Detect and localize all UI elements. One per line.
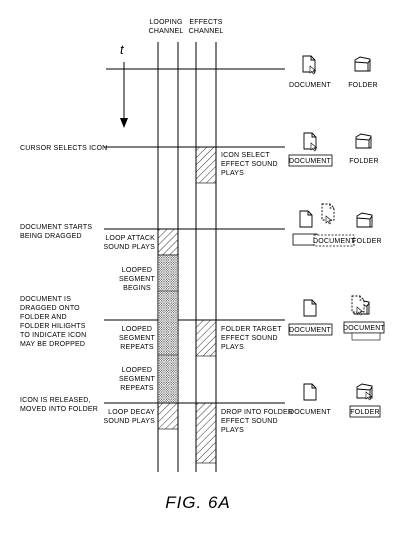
event-drag-onto-2: DRAGGED ONTO [20,305,80,312]
row1-folder-label: FOLDER [348,82,378,89]
segment-begins-label-2: SEGMENT [119,276,156,283]
segment-begins-label-3: BEGINS [123,285,151,292]
event-released-2: MOVED INTO FOLDER [20,406,98,413]
segment-begins-label-1: LOOPED [122,267,152,274]
row3-document-icon [299,210,313,228]
row3-dragged-label-highlight [313,234,355,247]
row2-folder-label: FOLDER [349,158,379,165]
row5-document-label: DOCUMENT [289,409,332,416]
icon-select-label-2: EFFECT SOUND [221,161,278,168]
effects-channel-header-line1: EFFECTS [189,19,222,26]
loop-decay-label-2: SOUND PLAYS [104,418,156,425]
row4-dragged-document-icon [351,295,365,316]
folder-target-label-3: PLAYS [221,344,244,351]
effects-channel-header-line2: CHANNEL [189,28,224,35]
row5-document-icon [303,383,317,401]
icon-select-effect-block [195,146,217,184]
loop-attack-label-2: SOUND PLAYS [104,244,156,251]
looping-channel-header-line1: LOOPING [149,19,182,26]
looped-segment-block [157,254,179,404]
event-drag-start-1: DOCUMENT STARTS [20,224,92,231]
row3-dragged-document-icon [321,203,335,225]
row4-document-icon [303,299,317,317]
row2-folder-icon [355,133,372,149]
event-drag-onto-4: FOLDER HILIGHTS [20,323,86,330]
drop-into-effect-block [195,402,217,464]
row2-document-icon [303,132,317,152]
icon-select-label-3: PLAYS [221,170,244,177]
icon-select-label-1: ICON SELECT [221,152,270,159]
event-drag-start-2: BEING DRAGGED [20,233,82,240]
drop-into-label-3: PLAYS [221,427,244,434]
row5-folder-label: FOLDER [350,409,380,416]
event-drag-onto-5: TO INDICATE ICON [20,332,86,339]
segment-repeats-2-label-1: LOOPED [122,367,152,374]
event-released-1: ICON IS RELEASED, [20,397,91,404]
time-axis-arrowhead [120,118,128,128]
row1-folder-icon [354,56,371,72]
row5-folder-icon [356,383,373,401]
loop-attack-label-1: LOOP ATTACK [105,235,155,242]
row4-document-label: DOCUMENT [289,327,332,334]
segment-repeats-2-label-2: SEGMENT [119,376,156,383]
drop-into-label-1: DROP INTO FOLDER [221,409,293,416]
loop-attack-block [157,228,179,256]
row2-document-label-highlight [288,154,333,167]
folder-target-label-2: EFFECT SOUND [221,335,278,342]
row3-folder-label: FOLDER [352,238,382,245]
row5-folder-label-highlight [349,405,381,418]
event-cursor-selects: CURSOR SELECTS ICON [20,145,107,152]
row3-dragged-document-label: DOCUMENT [313,238,356,245]
loop-decay-label-1: LOOP DECAY [108,409,155,416]
folder-target-label-1: FOLDER TARGET [221,326,282,333]
row1-document-label: DOCUMENT [289,82,332,89]
drop-into-label-2: EFFECT SOUND [221,418,278,425]
segment-repeats-1-label-2: SEGMENT [119,335,156,342]
segment-repeats-2-label-3: REPEATS [120,385,154,392]
row3-folder-icon [356,212,373,228]
time-axis-label: t [120,42,125,57]
segment-repeats-1-label-3: REPEATS [120,344,154,351]
row2-document-label: DOCUMENT [289,158,332,165]
looping-channel-header-line2: CHANNEL [149,28,184,35]
loop-decay-block [157,402,179,430]
folder-target-effect-block [195,319,217,357]
row4-folder-label-highlight [351,332,381,341]
row1-document-icon [302,55,316,75]
event-drag-onto-6: MAY BE DROPPED [20,341,85,348]
event-drag-onto-1: DOCUMENT IS [20,296,71,303]
row4-document-label-box [288,323,333,336]
segment-repeats-1-label-1: LOOPED [122,326,152,333]
figure-caption: FIG. 6A [165,493,231,512]
row4-dragged-document-label: DOCUMENT [343,325,386,332]
event-drag-onto-3: FOLDER AND [20,314,67,321]
